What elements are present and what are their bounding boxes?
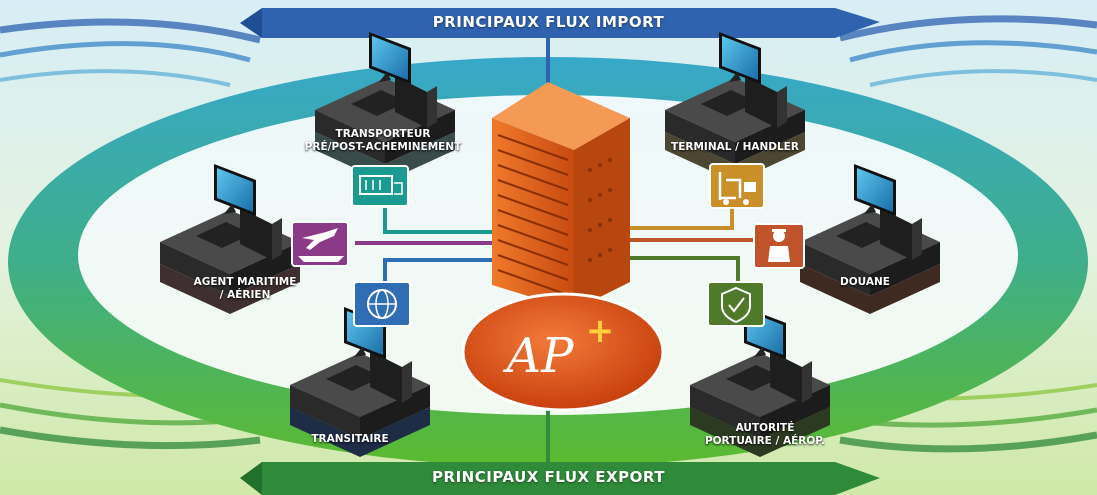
transitaire-workstation (290, 307, 430, 457)
autorite-workstation (690, 307, 830, 457)
agent-workstation (160, 164, 300, 314)
import-banner (240, 8, 880, 38)
transitaire-link (383, 258, 500, 285)
import-banner-label: PRINCIPAUX FLUX IMPORT (432, 13, 665, 31)
douane-workstation (800, 164, 940, 314)
export-banner-label: PRINCIPAUX FLUX EXPORT (432, 468, 665, 486)
agent-label: AGENT MARITIME / AÉRIEN (193, 276, 297, 301)
transporteur-label: TRANSPORTEUR PRÉ/POST-ACHEMINEMENT (304, 128, 462, 153)
customs-officer-icon (753, 223, 805, 269)
autorite-link (625, 256, 740, 285)
ap-plus-logo: AP + (461, 292, 665, 412)
terminal-link (625, 205, 734, 230)
ship-plane-icon (291, 221, 349, 267)
transporteur-link (383, 208, 500, 234)
transitaire-label: TRANSITAIRE (311, 433, 389, 445)
server-tower (492, 82, 630, 310)
globe-icon (353, 281, 411, 327)
shield-icon (707, 281, 765, 327)
logo-text: AP (503, 328, 575, 384)
terminal-label: TERMINAL / HANDLER (671, 141, 799, 153)
export-banner (240, 462, 880, 495)
douane-label: DOUANE (840, 276, 890, 288)
autorite-label: AUTORITÉ PORTUAIRE / AÉROP. (704, 422, 826, 447)
truck-icon (351, 165, 409, 207)
forklift-icon (709, 163, 765, 209)
logo-superscript: + (586, 311, 615, 351)
